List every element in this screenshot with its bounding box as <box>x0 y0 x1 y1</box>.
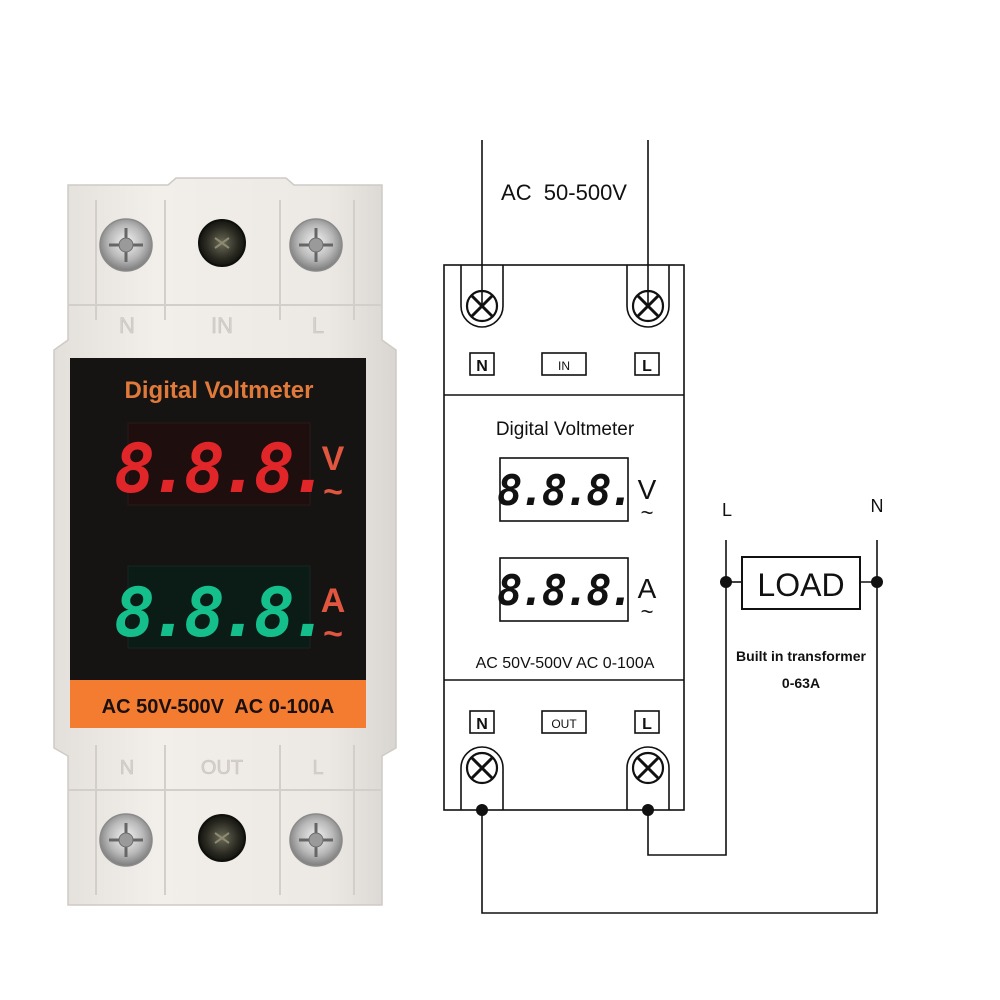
top-left-screw-icon <box>99 218 153 272</box>
diagram-device-outline <box>443 264 685 811</box>
supply-label: AC 50-500V <box>501 180 627 205</box>
photo-spec-band <box>70 680 366 728</box>
junction-dot-bottom-n <box>476 804 488 816</box>
diagram-title: Digital Voltmeter <box>496 419 635 440</box>
diagram-amp-unit: A <box>638 573 657 604</box>
wiring-diagram <box>443 140 883 914</box>
diagram-amp-ac-symbol: ~ <box>641 599 654 624</box>
diagram-bottom-l-box <box>634 710 660 734</box>
diagram-bottom-left-terminal-icon <box>460 746 504 810</box>
diagram-bottom-out-label: OUT <box>551 717 577 731</box>
diagram-bottom-out-box <box>541 710 587 734</box>
photo-top-label-in: IN <box>211 313 233 338</box>
top-indicator-led-icon <box>198 219 246 267</box>
photo-bottom-label-l: L <box>312 757 323 779</box>
photo-volt-unit: V <box>322 440 345 478</box>
output-wire-n <box>481 580 878 914</box>
diagram-spec-label: AC 50V-500V AC 0-100A <box>476 655 655 672</box>
line-l-label: L <box>722 500 732 520</box>
diagram-volt-readout: 8.8.8. <box>497 466 631 515</box>
photo-volt-display: 8.8.8. <box>114 422 330 509</box>
photo-bottom-label-out: OUT <box>201 757 243 779</box>
bottom-terminal-block <box>68 745 382 895</box>
transformer-range: 0-63A <box>782 675 820 691</box>
photo-volt-ac-symbol: ~ <box>323 473 343 511</box>
output-wire-l <box>647 580 727 856</box>
line-n-label: N <box>871 496 884 516</box>
junction-dot-load-l <box>720 576 732 588</box>
diagram-top-n-label: N <box>476 358 488 375</box>
photo-title: Digital Voltmeter <box>125 377 314 404</box>
top-right-screw-icon <box>289 218 343 272</box>
junction-dot-bottom-l <box>642 804 654 816</box>
diagram-top-left-terminal-icon <box>460 265 504 328</box>
diagram-bottom-right-terminal-icon <box>626 746 670 810</box>
photo-top-label-n: N <box>119 313 135 338</box>
device-photo: N IN L Digital Voltmeter 8.8.8. V ~ 8.8.… <box>53 177 397 906</box>
load-box <box>741 556 861 610</box>
diagram-volt-display <box>499 457 629 522</box>
diagram-top-in-label: IN <box>558 359 570 373</box>
diagram-volt-unit: V <box>638 474 657 505</box>
diagram-amp-display <box>499 557 629 622</box>
photo-volt-readout: 8.8.8. <box>114 430 324 509</box>
top-terminal-block <box>68 200 382 320</box>
diagram-top-n-box <box>469 352 495 376</box>
diagram-bottom-l-label: L <box>642 716 652 733</box>
diagram-top-right-terminal-icon <box>626 265 670 328</box>
bottom-right-screw-icon <box>289 813 343 867</box>
bottom-left-screw-icon <box>99 813 153 867</box>
photo-amp-display: 8.8.8. <box>114 565 330 653</box>
photo-amp-ac-symbol: ~ <box>323 615 343 653</box>
diagram-amp-readout: 8.8.8. <box>497 566 631 615</box>
photo-amp-readout: 8.8.8. <box>114 574 324 653</box>
photo-amp-unit: A <box>321 582 346 620</box>
transformer-note: Built in transformer <box>736 648 866 664</box>
diagram-bottom-n-box <box>469 710 495 734</box>
junction-dot-load-n <box>871 576 883 588</box>
diagram-volt-ac-symbol: ~ <box>641 500 654 525</box>
diagram-top-l-label: L <box>642 358 652 375</box>
photo-top-label-l: L <box>312 313 324 338</box>
diagram-top-l-box <box>634 352 660 376</box>
load-label: LOAD <box>757 567 844 603</box>
photo-spec-label: AC 50V-500V AC 0-100A <box>102 696 335 718</box>
diagram-top-in-box <box>541 352 587 376</box>
photo-bottom-label-n: N <box>120 757 134 779</box>
bottom-indicator-led-icon <box>198 814 246 862</box>
diagram-bottom-n-label: N <box>476 716 488 733</box>
